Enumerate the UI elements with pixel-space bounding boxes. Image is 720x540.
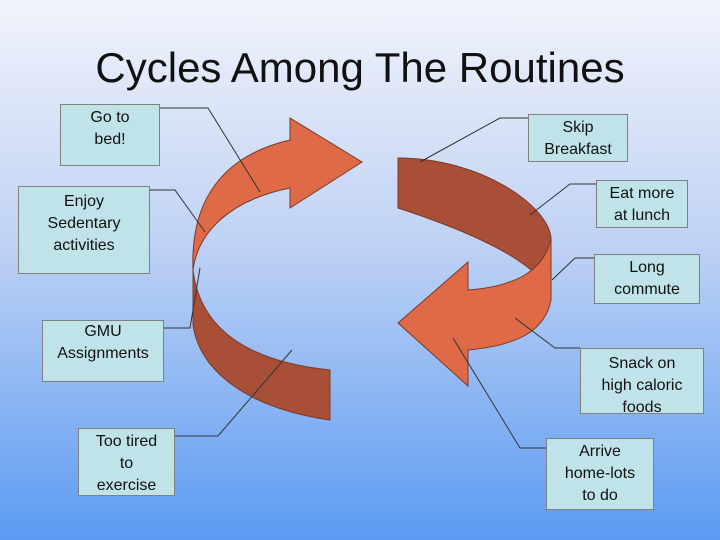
connector-long-commute [551, 257, 594, 281]
connector-gmu [164, 267, 201, 329]
connector-snack [514, 317, 580, 349]
callout-arrive-home: Arrive home-lots to do [546, 438, 654, 510]
left-arrow-band-back [192, 269, 331, 421]
connector-enjoy-sedentary [150, 189, 206, 233]
callout-go-to-bed: Go to bed! [60, 104, 160, 166]
connector-go-to-bed [160, 107, 261, 193]
callout-enjoy-sedentary: Enjoy Sedentary activities [18, 186, 150, 274]
callout-skip-breakfast: Skip Breakfast [528, 114, 628, 162]
connector-skip-breakfast [419, 117, 528, 163]
callout-snack-high-caloric: Snack on high caloric foods [580, 348, 704, 416]
callout-too-tired: Too tired to exercise [78, 428, 175, 496]
callout-gmu-assignments: GMU Assignments [42, 320, 164, 382]
callout-eat-more-lunch: Eat more at lunch [596, 180, 688, 228]
callout-long-commute: Long commute [594, 254, 700, 304]
connector-too-tired [175, 349, 293, 437]
connector-eat-more [529, 183, 596, 216]
right-arrow-body [397, 237, 552, 388]
slide-title: Cycles Among The Routines [95, 44, 625, 91]
connector-arrive-home [452, 337, 546, 449]
left-arrow-body [192, 117, 363, 271]
